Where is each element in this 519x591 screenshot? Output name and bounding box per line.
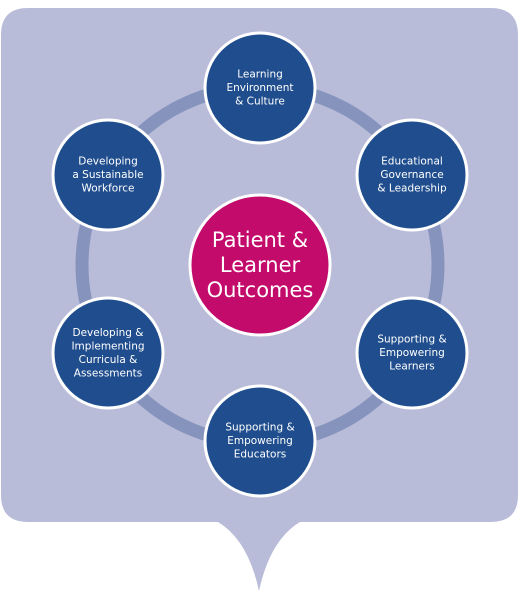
node-label-curricula-assessments-line-1: Developing & xyxy=(73,327,144,339)
node-label-educational-governance-line-2: Governance xyxy=(380,169,443,181)
center-label-line-2: Learner xyxy=(220,253,301,277)
node-label-sustainable-workforce-line-2: a Sustainable xyxy=(72,169,143,181)
center-label-line-1: Patient & xyxy=(212,228,308,252)
node-label-supporting-educators-line-3: Educators xyxy=(234,449,287,461)
node-label-supporting-learners-line-1: Supporting & xyxy=(377,334,446,346)
center-circle xyxy=(188,193,332,337)
node-circle-learning-environment xyxy=(203,31,317,145)
node-label-learning-environment-line-1: Learning xyxy=(237,69,283,81)
node-label-sustainable-workforce-line-1: Developing xyxy=(78,156,137,168)
node-label-sustainable-workforce-line-3: Workforce xyxy=(81,183,134,195)
center-label-line-3: Outcomes xyxy=(207,278,314,302)
node-circle-educational-governance xyxy=(355,118,469,232)
node-label-educational-governance-line-3: & Leadership xyxy=(377,183,447,195)
node-label-supporting-educators-line-1: Supporting & xyxy=(225,422,294,434)
node-label-curricula-assessments-line-3: Curricula & xyxy=(79,354,138,366)
node-label-supporting-educators-line-2: Empowering xyxy=(227,435,293,447)
node-label-curricula-assessments-line-2: Implementing xyxy=(71,340,144,352)
node-circle-supporting-educators xyxy=(203,384,317,498)
node-label-supporting-learners-line-3: Learners xyxy=(389,361,435,373)
node-label-learning-environment-line-2: Environment xyxy=(226,82,293,94)
node-label-educational-governance-line-1: Educational xyxy=(381,156,443,168)
node-label-curricula-assessments-line-4: Assessments xyxy=(74,367,142,379)
node-circle-curricula-assessments xyxy=(51,296,165,410)
node-circle-supporting-learners xyxy=(355,296,469,410)
node-label-learning-environment-line-3: & Culture xyxy=(235,96,285,108)
node-circle-sustainable-workforce xyxy=(51,118,165,232)
node-label-supporting-learners-line-2: Empowering xyxy=(379,347,445,359)
